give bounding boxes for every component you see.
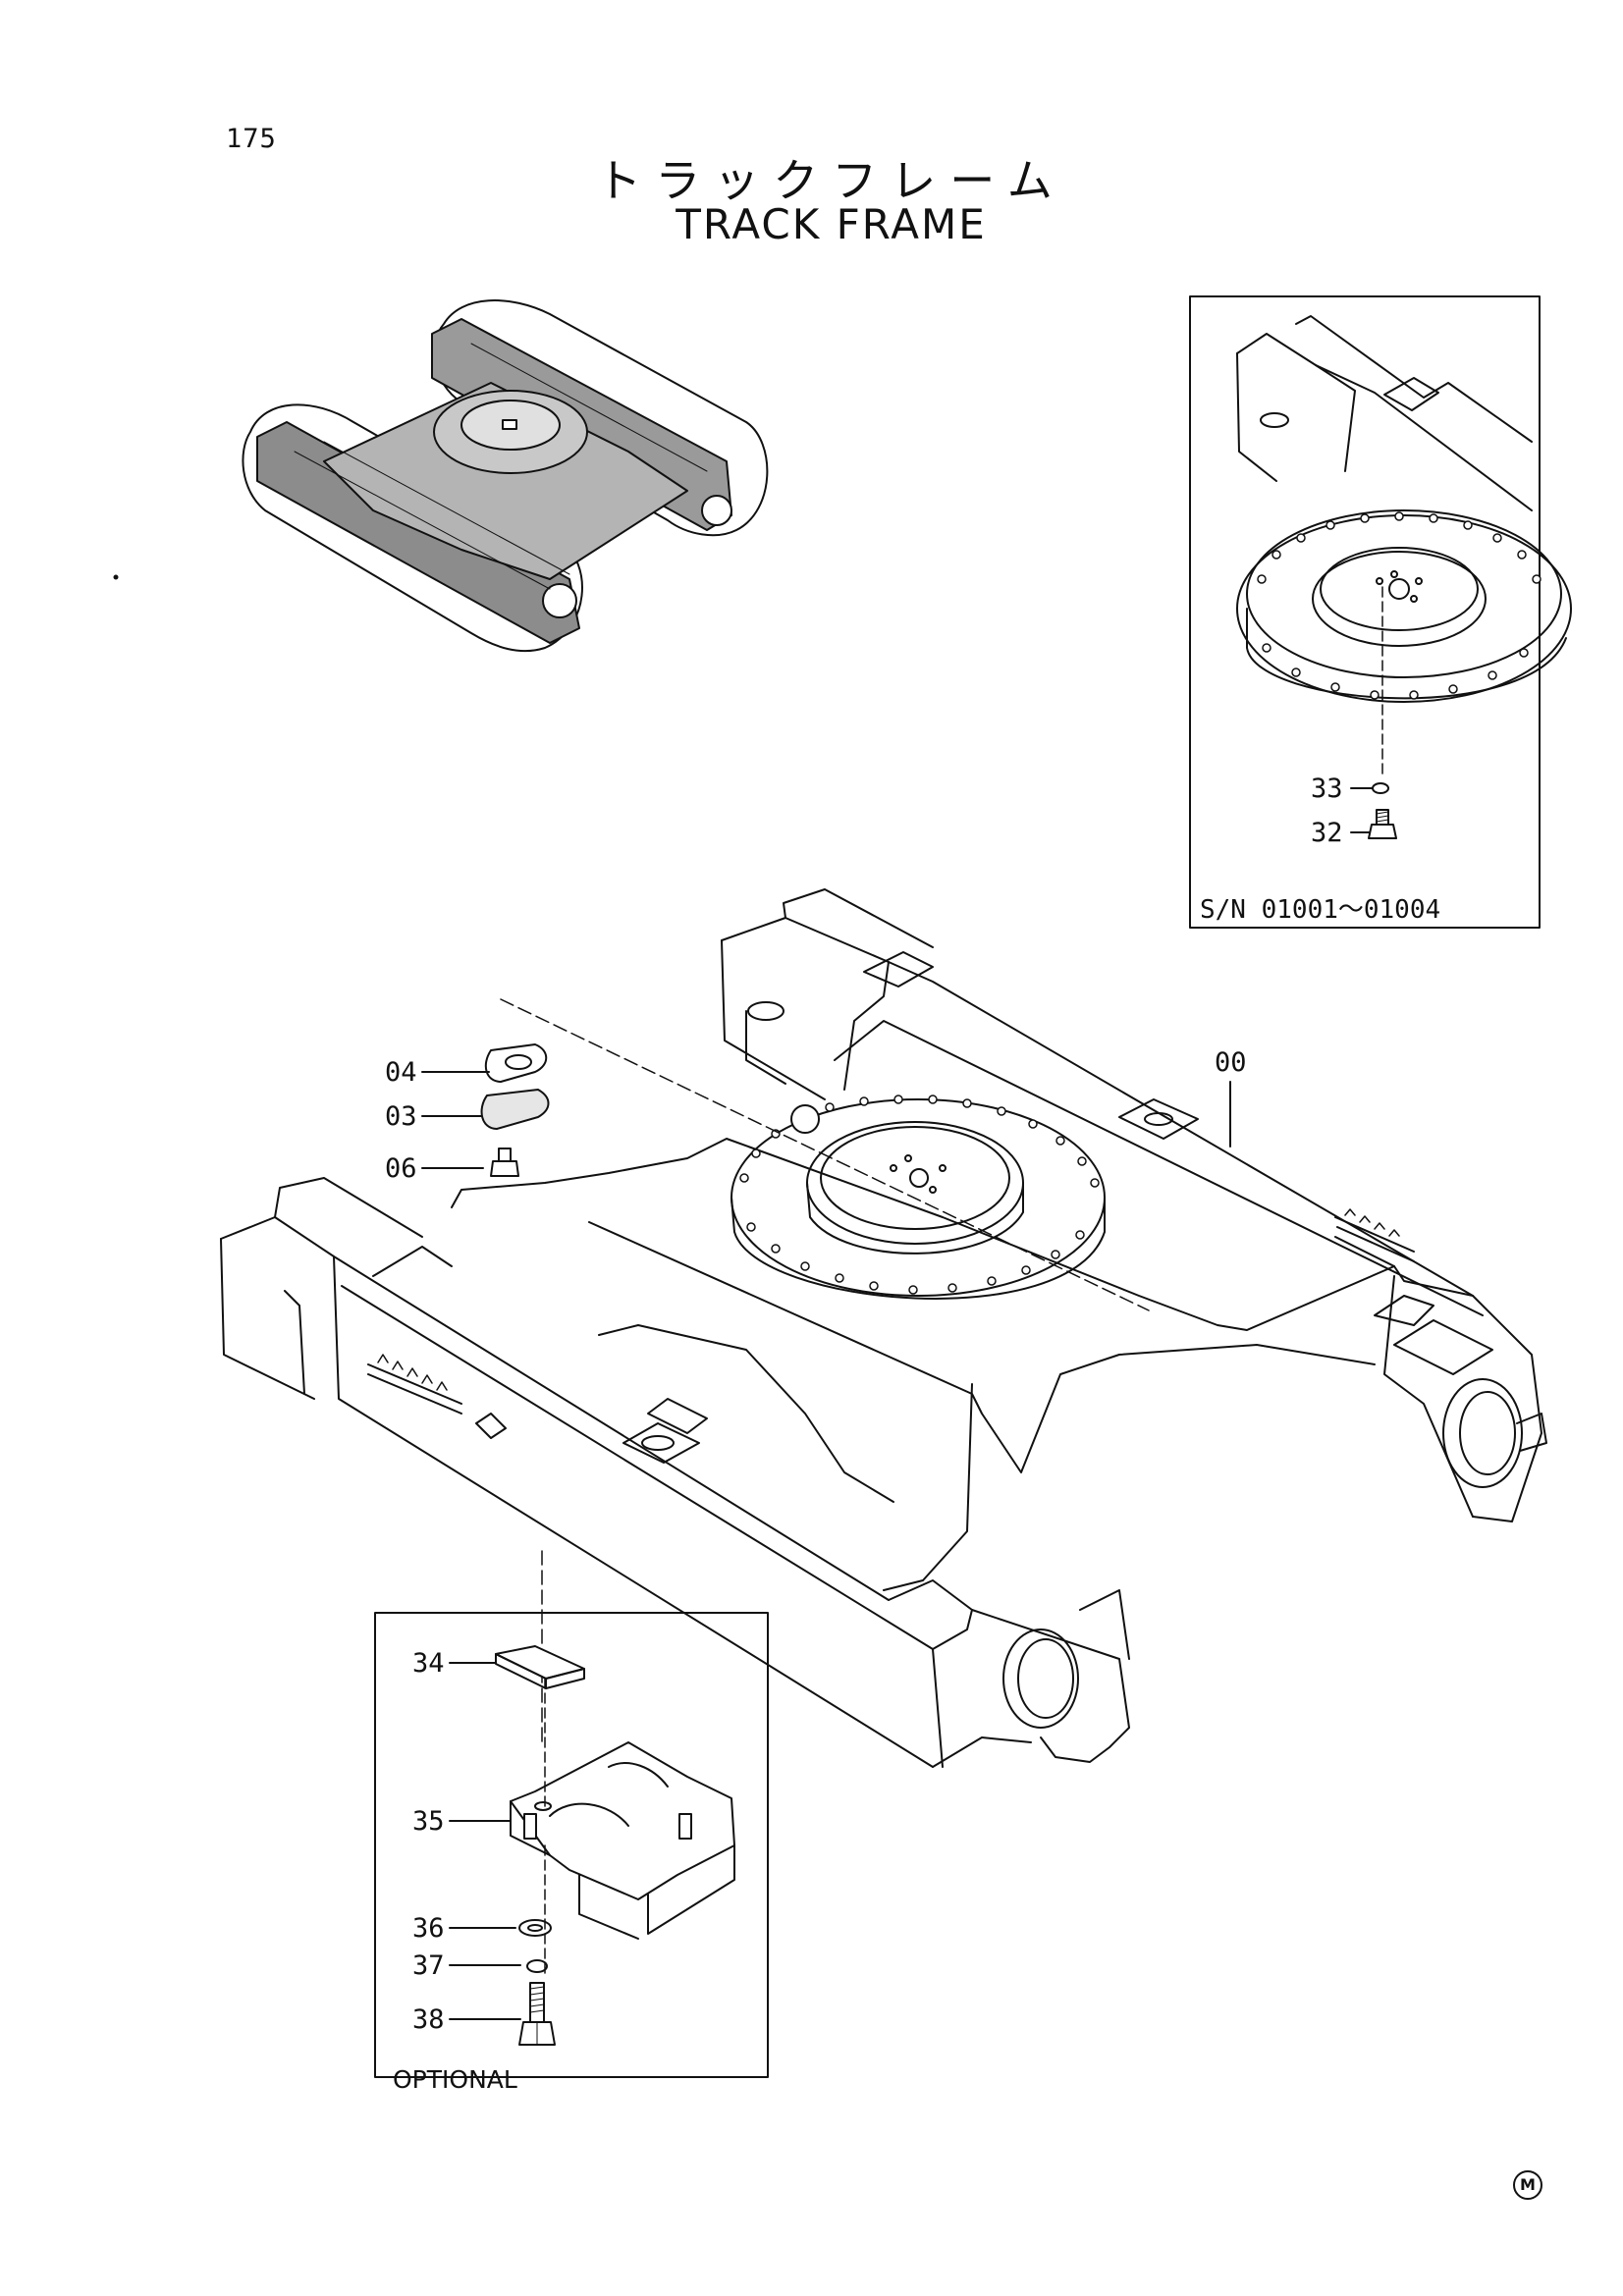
serial-inset-illustration [1236, 315, 1572, 776]
callout-35: 35 [412, 1806, 445, 1837]
washer-icon [1372, 782, 1389, 794]
callout-34: 34 [412, 1648, 445, 1679]
callout-36: 36 [412, 1913, 445, 1944]
page-title-japanese: トラックフレーム [596, 154, 1066, 207]
track-frame-main-illustration [220, 888, 1547, 1768]
gasket-icon [484, 1043, 548, 1083]
page-title: TRACK FRAME [676, 200, 987, 248]
callout-38: 38 [412, 2004, 445, 2035]
optional-label: OPTIONAL [393, 2065, 517, 2094]
callout-32: 32 [1311, 818, 1343, 848]
callout-04: 04 [385, 1057, 417, 1088]
callout-33: 33 [1311, 774, 1343, 804]
callout-00: 00 [1215, 1047, 1247, 1078]
circled-m-mark: M [1513, 2170, 1542, 2200]
shim-plate-icon [495, 1645, 585, 1689]
spring-washer-icon [526, 1959, 548, 1973]
callout-06: 06 [385, 1153, 417, 1184]
callout-37: 37 [412, 1950, 445, 1981]
bolt-icon [1368, 809, 1397, 839]
serial-number-label: S/N 01001～01004 [1200, 895, 1441, 925]
overview-illustration [242, 299, 769, 653]
page-number: 175 [226, 124, 277, 154]
serial-inset-frame [1189, 295, 1541, 929]
bolt-icon [490, 1148, 519, 1177]
callout-03: 03 [385, 1101, 417, 1132]
cover-plate-icon [480, 1089, 550, 1130]
washer-icon [518, 1919, 552, 1937]
optional-inset-frame [374, 1612, 769, 2078]
guard-bracket-icon [510, 1741, 735, 1940]
bolt-icon [518, 1982, 556, 2046]
